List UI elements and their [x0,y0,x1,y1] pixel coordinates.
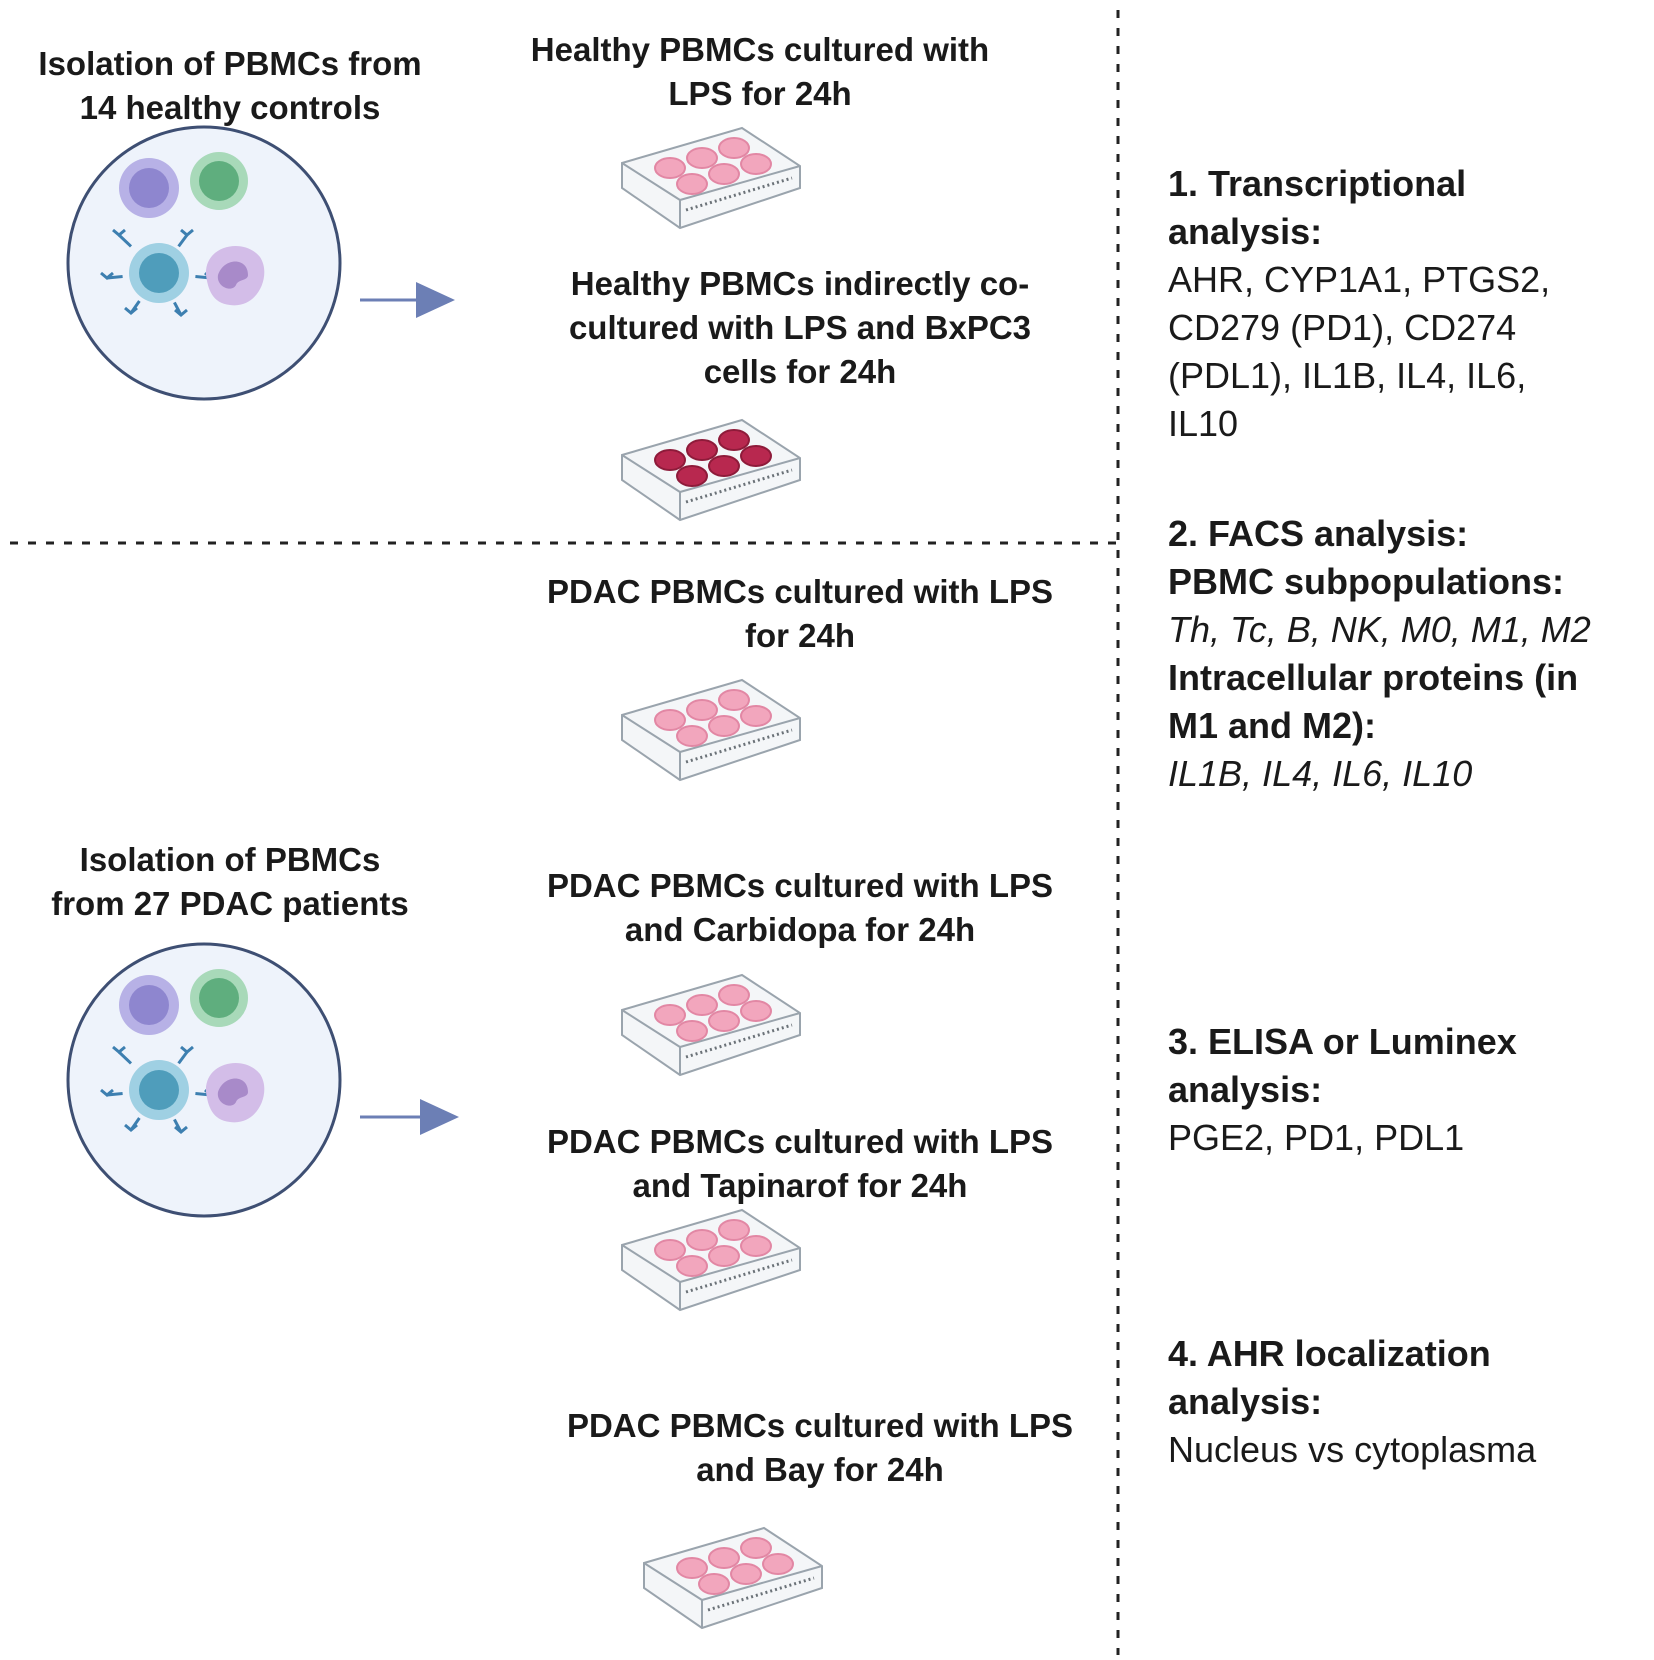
well [740,1000,772,1022]
well [718,429,750,451]
condition-label-3: PDAC PBMCs cultured with LPS for 24h [546,573,1054,654]
analysis-2-sub1: PBMC subpopulations: [1168,561,1564,602]
condition-label-4: PDAC PBMCs cultured with LPS and Carbido… [546,867,1054,948]
analysis-ahr-localization: 4. AHR localization analysis: Nucleus vs… [1168,1330,1648,1474]
well [708,1245,740,1267]
analysis-4-heading: 4. AHR localization analysis: [1168,1333,1491,1422]
well [676,465,708,487]
well [708,715,740,737]
culture-plate-5 [621,1208,801,1312]
analysis-elisa: 3. ELISA or Luminex analysis: PGE2, PD1,… [1168,1018,1648,1162]
analysis-transcriptional: 1. Transcriptional analysis: AHR, CYP1A1… [1168,160,1648,448]
analysis-4-text: Nucleus vs cytoplasma [1168,1429,1537,1470]
well [686,439,718,461]
condition-label-1: Healthy PBMCs cultured with LPS for 24h [530,31,990,112]
well [676,173,708,195]
well [686,699,718,721]
well [686,994,718,1016]
analysis-3-heading: 3. ELISA or Luminex analysis: [1168,1021,1517,1110]
well [740,1235,772,1257]
petri-dish-pdac [66,942,342,1218]
analysis-2-sub2: Intracellular proteins (in M1 and M2): [1168,657,1579,746]
well [762,1553,794,1575]
well [740,705,772,727]
pdac-isolation-title: Isolation of PBMCs from 27 PDAC patients [51,841,409,922]
well [730,1563,762,1585]
healthy-isolation-title: Isolation of PBMCs from 14 healthy contr… [38,45,422,126]
well [718,1219,750,1241]
well [676,725,708,747]
well [740,445,772,467]
well [708,163,740,185]
well [698,1573,730,1595]
well [708,1010,740,1032]
well [676,1557,708,1579]
petri-dish-healthy [66,125,342,401]
culture-plate-1 [621,126,801,230]
well [654,1004,686,1026]
analysis-2-sub2-items: IL1B, IL4, IL6, IL10 [1168,753,1473,794]
well [740,153,772,175]
well [718,689,750,711]
analysis-2-heading: 2. FACS analysis: [1168,513,1469,554]
condition-label-5: PDAC PBMCs cultured with LPS and Tapinar… [546,1123,1054,1204]
well [654,449,686,471]
culture-plate-4 [621,973,801,1077]
analysis-3-text: PGE2, PD1, PDL1 [1168,1117,1465,1158]
condition-label-2: Healthy PBMCs indirectly co- cultured wi… [568,265,1032,390]
condition-label-6: PDAC PBMCs cultured with LPS and Bay for… [566,1407,1074,1488]
well [708,455,740,477]
well [740,1537,772,1559]
well [654,709,686,731]
analysis-2-sub1-items: Th, Tc, B, NK, M0, M1, M2 [1168,609,1591,650]
well [676,1255,708,1277]
well [654,157,686,179]
well [654,1239,686,1261]
analysis-facs: 2. FACS analysis: PBMC subpopulations: T… [1168,510,1648,798]
analysis-1-text: AHR, CYP1A1, PTGS2, CD279 (PD1), CD274 (… [1168,259,1551,444]
well [718,137,750,159]
culture-plate-2 [621,418,801,522]
culture-plate-3 [621,678,801,782]
analysis-1-heading: 1. Transcriptional analysis: [1168,163,1467,252]
well [676,1020,708,1042]
well [708,1547,740,1569]
well [686,1229,718,1251]
well [718,984,750,1006]
well [686,147,718,169]
culture-plate-6 [643,1526,823,1630]
